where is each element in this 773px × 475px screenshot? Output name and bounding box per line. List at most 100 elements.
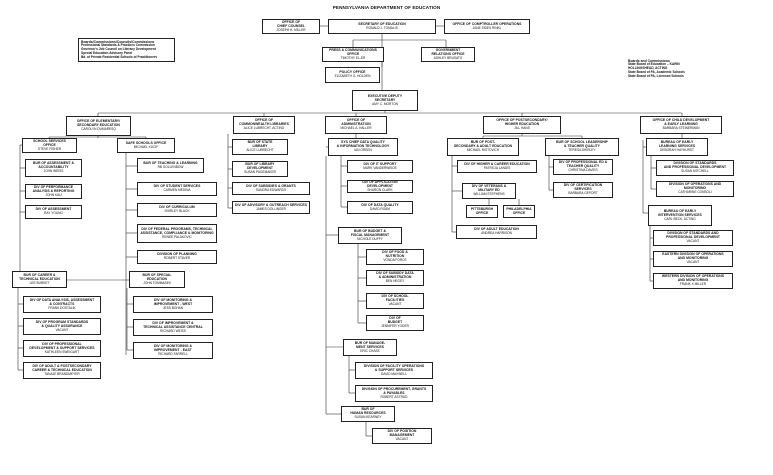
node-title: DIVISION OF FACILITY OPERATIONS & SUPPOR… — [363, 363, 425, 372]
node-title: PRESS & COMMUNICATIONS OFFICE — [329, 47, 377, 56]
node-name: BARBARA GEPORT — [568, 191, 598, 196]
node-name: IAN GREEN — [354, 148, 372, 153]
node-name: JENNIFER YODER — [381, 324, 409, 329]
node-title: DIV OF FOOD & NUTRITION — [382, 250, 408, 259]
node-name: PATRICIA LANDIS — [483, 165, 511, 170]
node-title: DIV OF IT SUPPORT — [363, 161, 397, 166]
node-name: VACANT — [388, 302, 402, 307]
node-name: FRANK DOSTALIK — [48, 305, 76, 310]
node-name: ROBERT STAVER — [163, 256, 191, 261]
node-name: JOSEPH H. MILLER — [276, 27, 306, 32]
node-name: VONDA FORCE — [383, 258, 407, 263]
node-div-standards-professional: DIVISION OF STANDARDS AND PROFESSIONAL D… — [653, 230, 733, 246]
node-title: BUR OF ASSESSMENT & ACCOUNTABILITY — [33, 161, 74, 170]
node-name: ALICE LUBRECHT — [246, 148, 274, 153]
node-title: DIV OF ADULT & POSTSECONDARY CAREER & TE… — [32, 363, 92, 372]
node-name: VACANT — [55, 327, 69, 332]
node-name: VACANT — [686, 239, 700, 244]
node-title: PHILADELPHIA OFFICE — [506, 206, 532, 215]
node-name: DEBORAH HAYHURST — [660, 148, 694, 153]
node-name: ALICE LUBRECHT, ACTING — [243, 126, 285, 131]
side-note: Boards/Commissions/Councils/Commissions … — [78, 38, 175, 62]
node-title: DIV OF PROGRAM STANDARDS & QUALITY ASSUR… — [35, 319, 89, 328]
node-name: STEVE FISHER — [37, 146, 62, 151]
node-title: BUR OF STATE LIBRARY — [247, 140, 273, 149]
node-div-data-analysis: DIV OF DATA ANALYSIS, ASSESSMENT & CONTR… — [23, 296, 101, 313]
node-name: JANE SIDES RINKL — [472, 25, 502, 30]
node-name: JOHN TOMMASINI — [143, 280, 171, 285]
node-title: PITTSBURGH OFFICE — [470, 206, 494, 215]
node-name: CAROLYN DUMARESQ — [81, 127, 116, 132]
node-title: DIVISION OF STANDARDS AND PROFESSIONAL D… — [663, 161, 727, 170]
node-title: DIV OF ADVISORY & OUTREACH SERVICES — [235, 202, 307, 207]
node-name: RAY YOUNG — [44, 211, 63, 216]
node-title: DIV OF CURRICULUM — [159, 205, 195, 210]
node-name: VACANT — [395, 437, 409, 442]
node-name: TIMOTHY EL-ER — [340, 55, 366, 60]
node-office-elementary-secondary: OFFICE OF ELEMENTARY/ SECONDARY EDUCATIO… — [66, 116, 131, 136]
node-title: DIV OF MONITORING & IMPROVEMENT - WEST — [153, 297, 193, 306]
node-title: OFFICE OF COMPTROLLER OPERATIONS — [452, 21, 522, 26]
node-name: RONALD J. TOMALIS — [366, 25, 398, 30]
node-title: OFFICE OF POSTSECONDARY/ HIGHER EDUCATIO… — [496, 118, 548, 127]
node-title: BUREAU OF EARLY INTERVENTION SERVICES — [658, 208, 702, 217]
node-div-federal-programs: DIV OF FEDERAL PROGRAMS, TECHNICAL ASSIS… — [137, 224, 217, 243]
node-title: BUR OF BUDGET & FISCAL MANAGEMENT — [350, 228, 390, 237]
node-title: DIV OF FEDERAL PROGRAMS, TECHNICAL ASSIS… — [140, 226, 214, 235]
node-title: DIVISION OF PLANNING — [157, 252, 197, 257]
side-note-item: Governor's Job Council on Literacy Devel… — [81, 46, 156, 51]
node-title: DIV OF BUDGET — [387, 316, 403, 325]
node-title: SECRETARY OF EDUCATION — [358, 21, 406, 26]
node-name: CHRISTINA DAVIES — [568, 168, 598, 173]
node-name: JOHN KAU — [45, 192, 62, 197]
node-philadelphia-office: PHILADELPHIA OFFICE — [503, 205, 535, 218]
node-title: BUR OF SPECIAL EDUCATION — [142, 272, 172, 281]
node-title: SCHOOL SERVICES OFFICE — [33, 138, 66, 147]
node-name: LEE BURKET — [29, 280, 50, 285]
node-title: DIVISION OF STANDARDS AND PROFESSIONAL D… — [666, 231, 720, 240]
legend-heading: Boards and Commissions — [628, 59, 670, 63]
node-title: DIV OF APPLICATION DEVELOPMENT — [362, 180, 398, 188]
node-name: KATHLEEN SWEIGART — [44, 349, 80, 354]
node-name: ANDREA HARRISON — [481, 231, 512, 236]
node-title: SAFE SCHOOLS OFFICE — [125, 140, 167, 145]
node-title: OFFICE OF ELEMENTARY/ SECONDARY EDUCATIO… — [76, 119, 121, 128]
node-name: SUSAN KEARNEY — [354, 415, 382, 420]
node-name: CATHARINE CONSOLI — [678, 190, 712, 195]
node-name: JESS BOHAN — [162, 305, 184, 310]
node-div-professional-ed: DIV OF PROFESSIONAL ED & TEACHER QUALITY… — [553, 159, 613, 175]
legend-item: State Board of PA, Academic Schools — [628, 69, 685, 74]
node-title: OFFICE OF ADMINISTRATION — [341, 118, 371, 127]
node-name: RICHARD FARRELL — [158, 351, 188, 356]
node-title: DIV OF HIGHER & CAREER EDUCATION — [464, 161, 530, 166]
node-title: DIV OF DATA QUALITY — [361, 202, 399, 207]
node-name: SUSAN PAGEMAKER — [244, 170, 276, 175]
node-name: ERIC CHASE — [360, 348, 380, 353]
node-bur-school-leadership: BUR OF SCHOOL LEADERSHIP & TEACHER QUALI… — [545, 138, 619, 156]
node-title: GOVERNMENT RELATIONS OFFICE — [431, 47, 465, 56]
node-title: BUR OF TEACHING & LEARNING — [143, 160, 198, 165]
node-title: OFFICE OF CHIEF COUNSEL — [277, 19, 305, 28]
side-note-heading: Boards/Commissions/Councils/Commissions — [81, 40, 155, 44]
node-title: DIV OF POSITION MANAGEMENT — [387, 429, 417, 438]
node-name: BARBARA STEINERMAN — [662, 126, 700, 131]
